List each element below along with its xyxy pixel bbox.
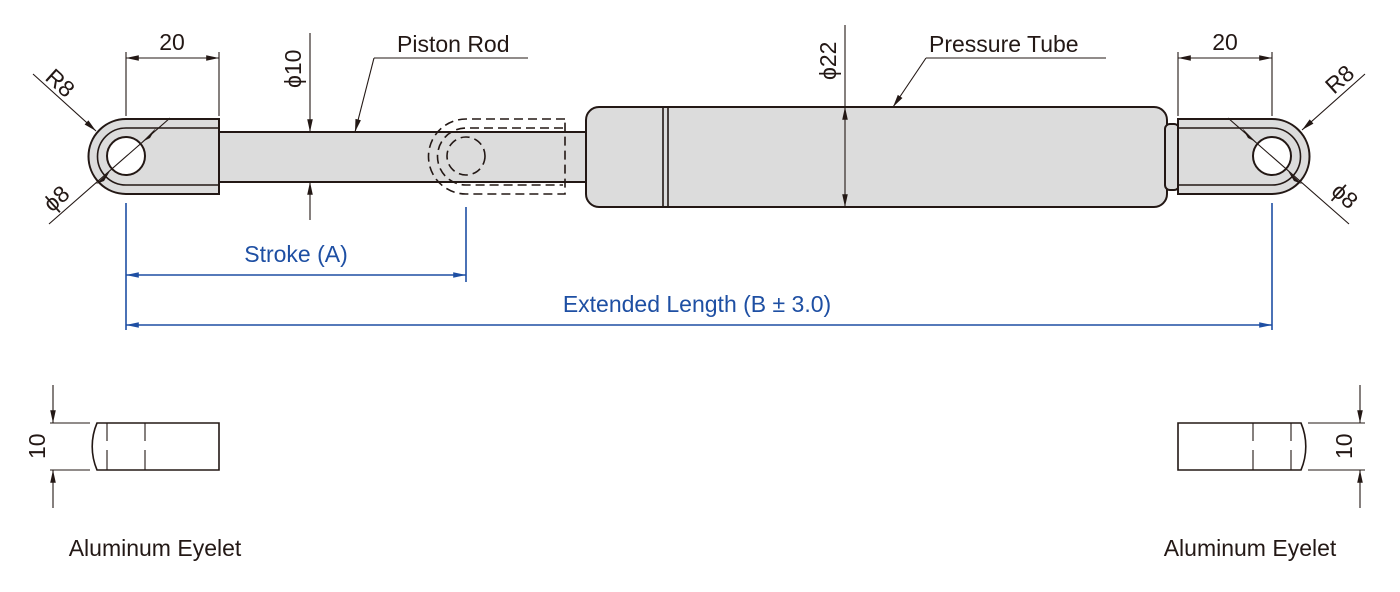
piston-rod-callout: Piston Rod <box>354 31 528 133</box>
right-eyelet-thickness-value: 10 <box>1331 433 1357 459</box>
left-radius-dim: R8 <box>32 63 97 132</box>
right-radius-value: R8 <box>1320 60 1359 99</box>
right-radius-dim: R8 <box>1301 60 1366 131</box>
tube-end-collar <box>1164 123 1180 191</box>
pressure-tube-body <box>585 106 1168 208</box>
left-eyelet-side-view: 10 Aluminum Eyelet <box>24 385 242 561</box>
stroke-dim: Stroke (A) <box>125 203 467 330</box>
right-eyelet-length-dim: 20 <box>1177 29 1273 116</box>
left-hole-diameter-value: ϕ8 <box>38 180 74 217</box>
right-hole-diameter-value: ϕ8 <box>1327 177 1363 214</box>
left-eyelet <box>87 118 220 195</box>
extended-length-dim: Extended Length (B ± 3.0) <box>126 203 1273 330</box>
left-eyelet-caption: Aluminum Eyelet <box>69 535 242 561</box>
tube-diameter-dim: ϕ22 <box>815 25 848 207</box>
left-eyelet-thickness-value: 10 <box>24 433 50 459</box>
phantom-eyelet-extended <box>427 118 566 195</box>
pressure-tube-callout: Pressure Tube <box>892 31 1106 108</box>
right-eyelet-length-value: 20 <box>1212 29 1238 55</box>
right-eyelet-caption: Aluminum Eyelet <box>1164 535 1337 561</box>
piston-rod-label: Piston Rod <box>397 31 510 57</box>
piston-rod <box>217 131 587 183</box>
extended-length-label: Extended Length (B ± 3.0) <box>563 291 831 317</box>
pressure-tube-label: Pressure Tube <box>929 31 1079 57</box>
tube-diameter-value: ϕ22 <box>815 42 841 80</box>
rod-diameter-dim: ϕ10 <box>280 33 313 220</box>
stroke-label: Stroke (A) <box>244 241 348 267</box>
rod-diameter-value: ϕ10 <box>280 50 306 88</box>
pressure-tube <box>585 106 1180 208</box>
piston-rod-body <box>217 131 587 183</box>
left-eyelet-length-value: 20 <box>159 29 185 55</box>
right-eyelet-side-view: 10 Aluminum Eyelet <box>1164 385 1365 561</box>
left-radius-value: R8 <box>41 63 80 102</box>
left-eyelet-length-dim: 20 <box>125 29 220 116</box>
